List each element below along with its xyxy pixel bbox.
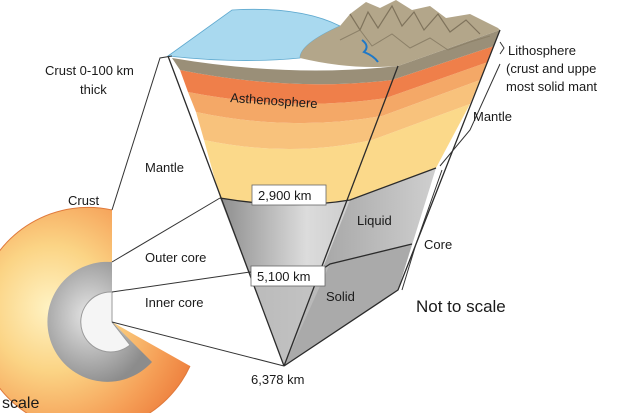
- hemisphere-cross-section: [0, 206, 191, 413]
- depth-6378-label: 6,378 km: [251, 372, 304, 387]
- mountain-ridges: [349, 4, 481, 35]
- wedge-left-edge: [167, 55, 285, 367]
- hemisphere-outline: [0, 206, 191, 413]
- labels: Crust 0-100 km thick Lithosphere (crust …: [2, 43, 597, 412]
- inner-core-label: Inner core: [145, 295, 204, 310]
- mantle-bracket: [439, 63, 501, 167]
- lithosphere-label-3: most solid mant: [506, 79, 597, 94]
- inner-core-side: [284, 244, 412, 366]
- wedge-front-edge: [283, 65, 399, 367]
- inner-core-leader-bottom: [111, 321, 285, 367]
- crust-thickness-label-2: thick: [80, 82, 107, 97]
- outer-core-label: Outer core: [145, 250, 206, 265]
- depth-2900-label: 2,900 km: [258, 188, 311, 203]
- outer-core-leader-top: [111, 197, 221, 263]
- scale-label: scale: [2, 395, 39, 412]
- mantle-upper-band: [188, 62, 488, 124]
- inner-core-hemisphere: [80, 291, 131, 353]
- river: [361, 39, 379, 63]
- asthenosphere-label: Asthenosphere: [230, 90, 318, 111]
- lithosphere-label-1: Lithosphere: [508, 43, 576, 58]
- liquid-label: Liquid: [357, 213, 392, 228]
- core-bracket: [401, 169, 443, 291]
- mantle-left-label: Mantle: [145, 160, 184, 175]
- solid-label: Solid: [326, 289, 355, 304]
- crust-leader: [111, 55, 173, 211]
- lithosphere-bracket: [499, 41, 505, 55]
- wedge-right-edge: [283, 29, 501, 367]
- lithosphere-band: [172, 30, 500, 85]
- lithosphere-label-2: (crust and uppe: [506, 61, 596, 76]
- asthenosphere-band: [180, 46, 494, 104]
- crust-thickness-label-1: Crust 0-100 km: [45, 63, 134, 78]
- depth-5100-label: 5,100 km: [257, 269, 310, 284]
- inner-core-leader-top: [111, 271, 251, 293]
- mountain-shading: [339, 29, 491, 51]
- leader-lines: [111, 41, 505, 367]
- crust-label: Crust: [68, 193, 99, 208]
- depth-5100-box: [250, 265, 326, 287]
- depth-2900-box: [251, 184, 327, 206]
- mantle-right-label: Mantle: [473, 109, 512, 124]
- not-to-scale-label: Not to scale: [416, 297, 506, 316]
- mantle-mid-band: [196, 80, 480, 149]
- continental-crust: [300, 0, 500, 67]
- core-label: Core: [424, 237, 452, 252]
- surface-block: [166, 0, 500, 67]
